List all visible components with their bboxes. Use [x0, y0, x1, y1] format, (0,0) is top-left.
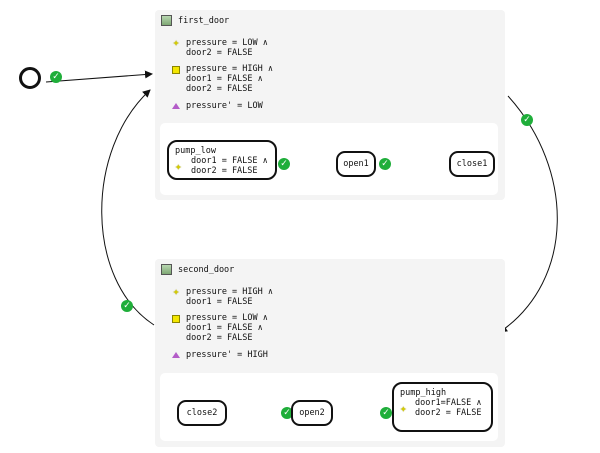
- node-line: door2 = FALSE: [415, 408, 482, 418]
- star-icon: ✦: [172, 36, 180, 49]
- node-name: close2: [186, 408, 218, 418]
- check-icon: ✓: [379, 158, 391, 170]
- state-icon: [161, 15, 172, 26]
- state-first-door[interactable]: first_door ✦ pressure = LOW ∧ door2 = FA…: [155, 10, 505, 200]
- effect: pressure' = HIGH: [171, 350, 268, 361]
- condition-line: pressure = LOW ∧: [186, 313, 268, 323]
- check-icon: ✓: [521, 114, 533, 126]
- node-open1[interactable]: open1: [336, 151, 376, 177]
- node-line: door1=FALSE ∧: [415, 398, 482, 408]
- initial-state[interactable]: [19, 67, 41, 89]
- sub-region: close2 ✓ open2 ✓ pump_high ✦ door1=FALSE…: [160, 373, 498, 441]
- condition-line: door1 = FALSE ∧: [186, 323, 263, 333]
- node-pump-high[interactable]: pump_high ✦ door1=FALSE ∧ door2 = FALSE: [392, 382, 493, 432]
- state-header: first_door: [161, 15, 229, 26]
- star-icon: ✦: [172, 285, 180, 298]
- triangle-icon: [172, 103, 180, 109]
- node-line: door2 = FALSE: [191, 166, 258, 176]
- state-name: second_door: [178, 264, 235, 275]
- node-pump-low[interactable]: pump_low ✦ door1 = FALSE ∧ door2 = FALSE: [167, 140, 277, 180]
- condition-line: pressure = LOW ∧: [186, 38, 268, 48]
- star-icon: ✦: [400, 401, 407, 415]
- effect-line: pressure' = LOW: [186, 101, 263, 111]
- check-icon: ✓: [380, 407, 392, 419]
- state-header: second_door: [161, 264, 234, 275]
- condition-line: pressure = HIGH ∧: [186, 287, 273, 297]
- check-icon: ✓: [278, 158, 290, 170]
- entry-condition: ✦ pressure = HIGH ∧ door1 = FALSE: [171, 285, 273, 307]
- node-line: door1 = FALSE ∧: [191, 156, 268, 166]
- state-second-door[interactable]: second_door ✦ pressure = HIGH ∧ door1 = …: [155, 259, 505, 447]
- effect: pressure' = LOW: [171, 101, 263, 112]
- state-icon: [161, 264, 172, 275]
- edge-first-to-second-door: [499, 95, 558, 333]
- condition-line: door1 = FALSE: [186, 297, 253, 307]
- invariant-condition: pressure = LOW ∧ door1 = FALSE ∧ door2 =…: [171, 313, 268, 343]
- node-name: pump_low: [175, 146, 216, 156]
- condition-line: door2 = FALSE: [186, 48, 253, 58]
- node-name: open1: [343, 159, 369, 169]
- invariant-condition: pressure = HIGH ∧ door1 = FALSE ∧ door2 …: [171, 64, 273, 94]
- node-close2[interactable]: close2: [177, 400, 227, 426]
- node-name: open2: [299, 408, 325, 418]
- node-name: pump_high: [400, 388, 447, 398]
- condition-line: door1 = FALSE ∧: [186, 74, 263, 84]
- check-icon: ✓: [50, 71, 62, 83]
- state-name: first_door: [178, 15, 230, 26]
- sub-region: pump_low ✦ door1 = FALSE ∧ door2 = FALSE…: [160, 123, 498, 195]
- node-close1[interactable]: close1: [449, 151, 495, 177]
- check-icon: ✓: [281, 407, 293, 419]
- square-icon: [172, 66, 180, 74]
- condition-line: door2 = FALSE: [186, 333, 253, 343]
- node-name: close1: [456, 159, 488, 169]
- condition-line: door2 = FALSE: [186, 84, 253, 94]
- entry-condition: ✦ pressure = LOW ∧ door2 = FALSE: [171, 36, 268, 58]
- triangle-icon: [172, 352, 180, 358]
- condition-line: pressure = HIGH ∧: [186, 64, 273, 74]
- node-open2[interactable]: open2: [291, 400, 333, 426]
- check-icon: ✓: [121, 300, 133, 312]
- edge-second-to-first-door: [101, 89, 155, 326]
- star-icon: ✦: [175, 159, 182, 173]
- effect-line: pressure' = HIGH: [186, 350, 268, 360]
- edge-initial-to-first-door: [45, 70, 153, 83]
- square-icon: [172, 315, 180, 323]
